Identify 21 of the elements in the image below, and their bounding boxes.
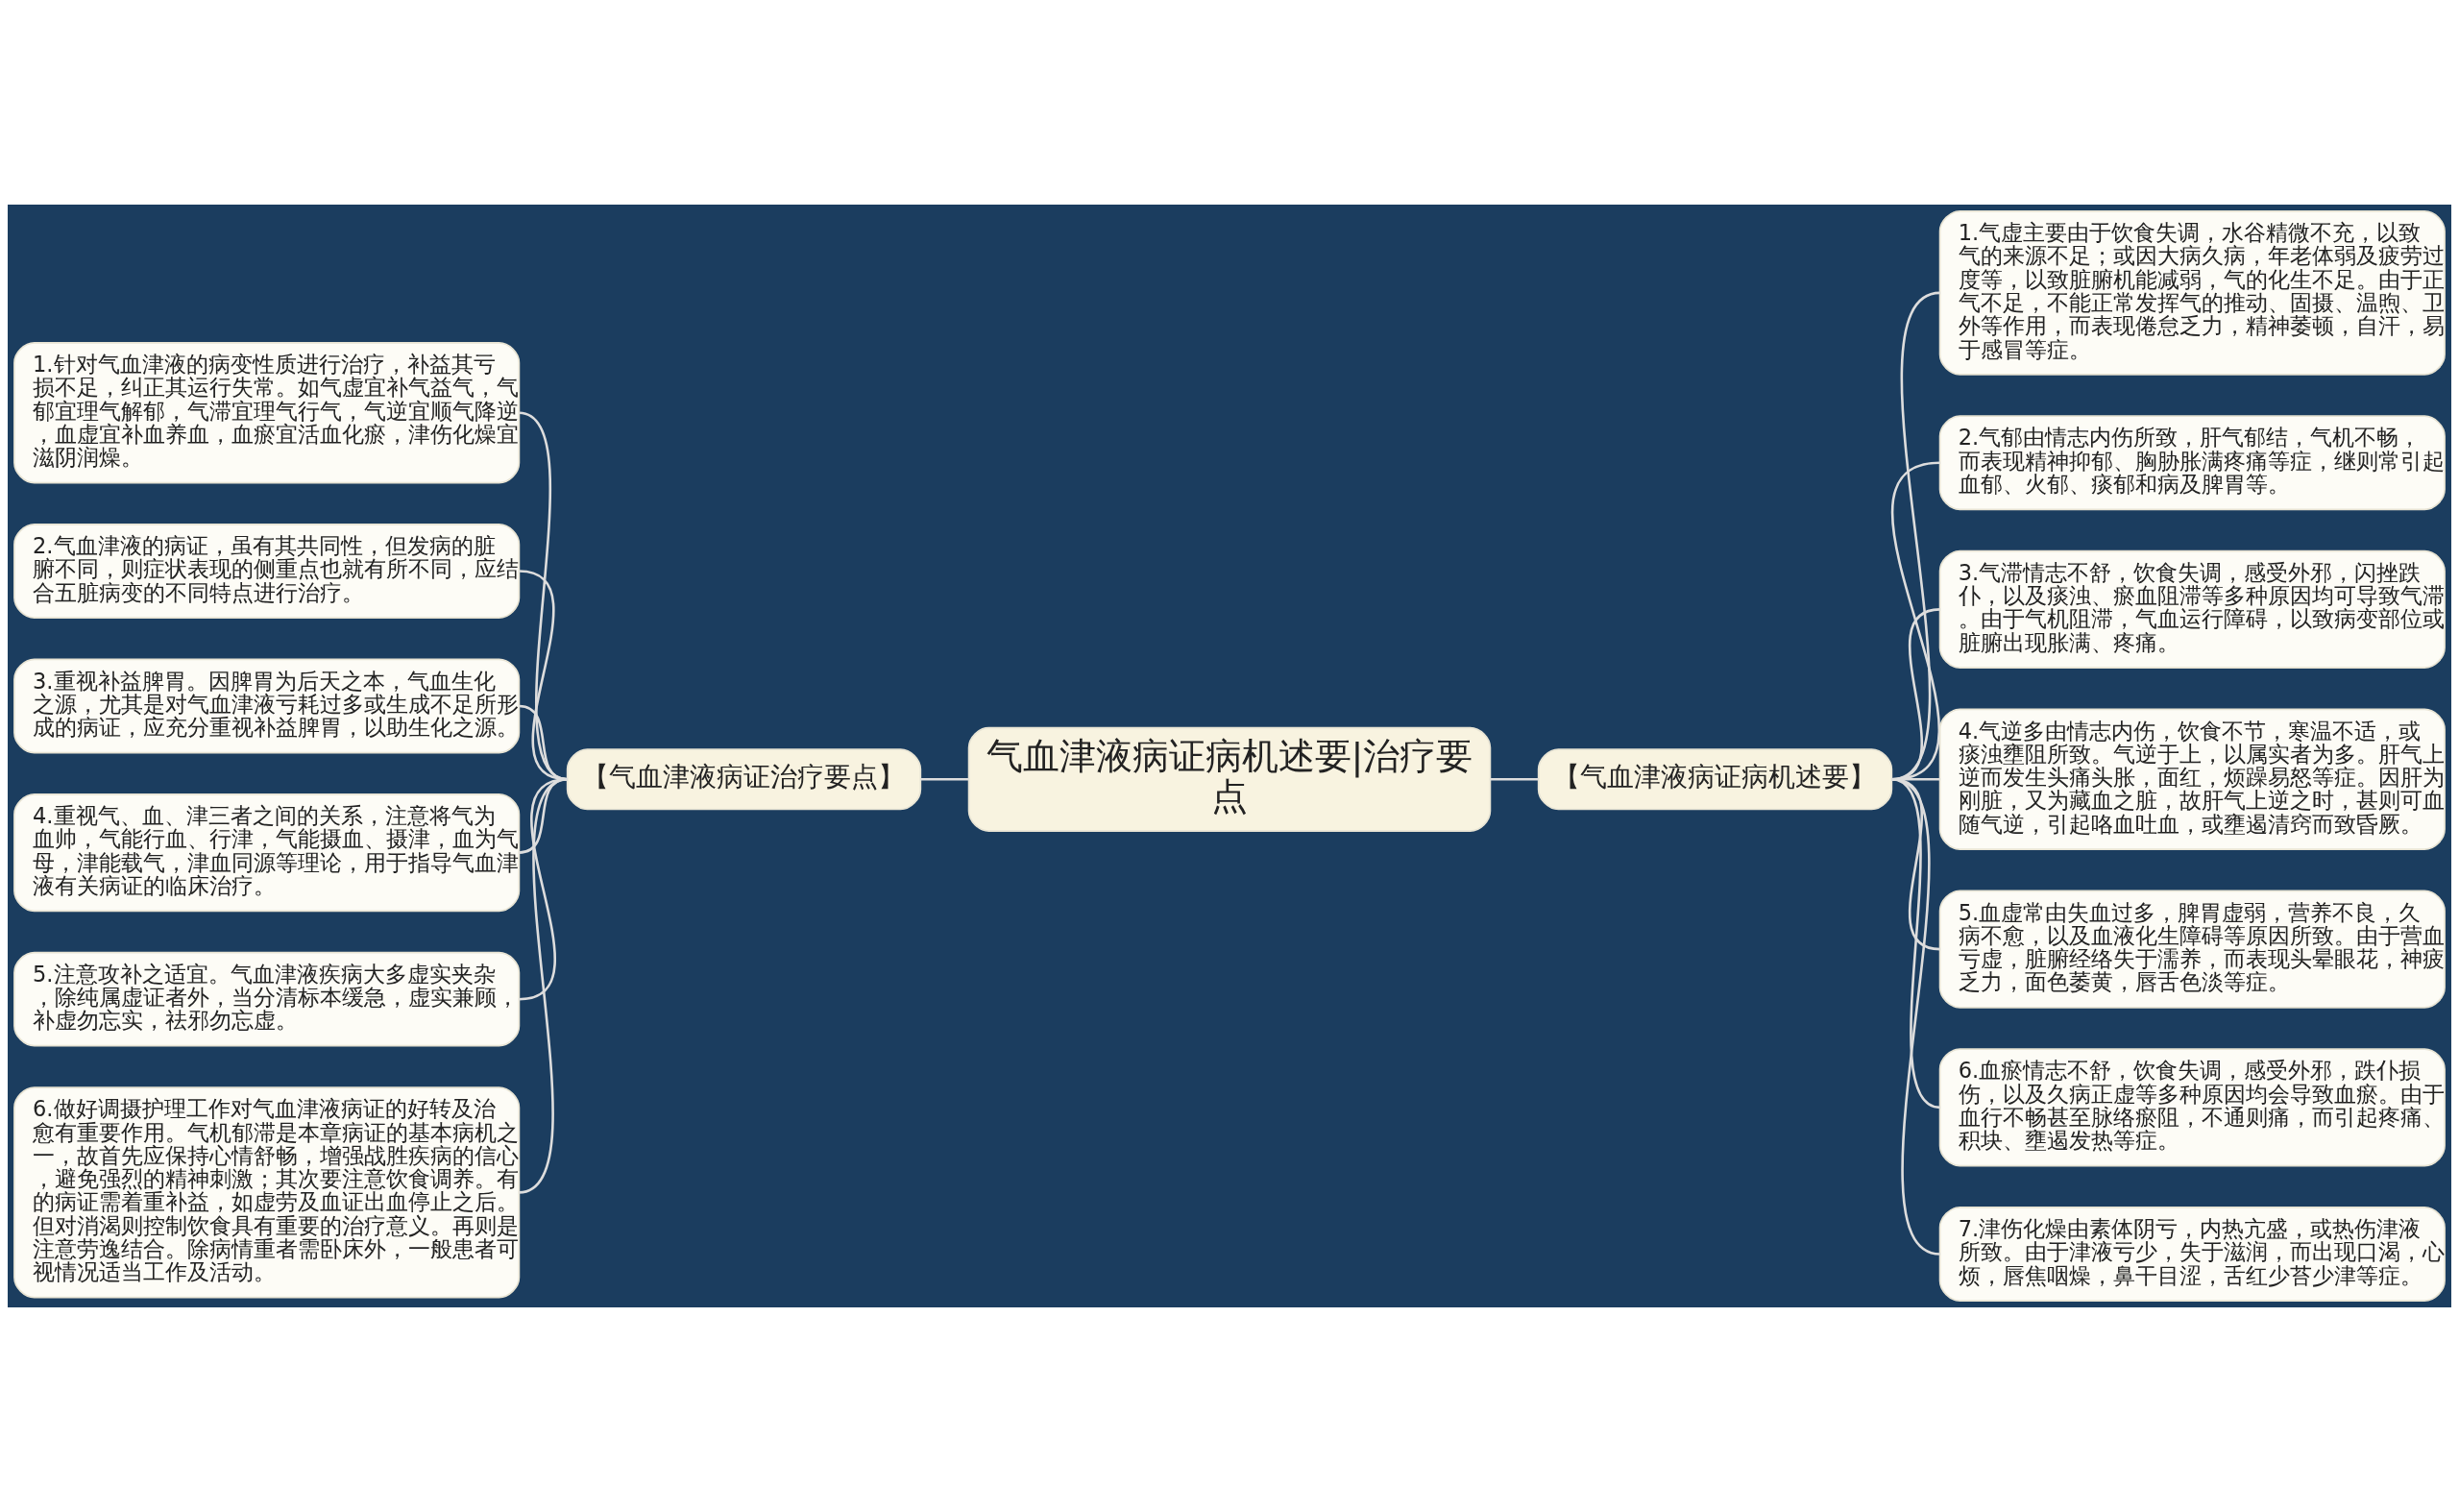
node-box: 5.血虚常由失血过多，脾胃虚弱，营养不良，久病不愈，以及血液化生障碍等原因所致。由于营血亏虚，脏腑经络失于濡养，而表现头晕眼花，神疲乏力，面色萎黄，唇舌色淡等症。 xyxy=(1938,890,2446,1009)
node-box: 4.气逆多由情志内伤，饮食不节，寒温不适，或痰浊壅阻所致。气逆于上，以属实者为多。肝气上逆而发生头痛头胀，面红，烦躁易怒等症。因肝为刚脏，又为藏血之脏，故肝气上逆之时，甚则可血随气逆，引起咯血吐血，或壅遏清窍而致昏厥。 xyxy=(1938,708,2446,850)
node-box: 1.气虚主要由于饮食失调，水谷精微不充，以致气的来源不足；或因大病久病，年老体弱及疲劳过度等，以致脏腑机能减弱，气的化生不足。由于正气不足，不能正常发挥气的推动、固摄、温煦、卫外等作用，而表现倦怠乏力，精神萎顿，自汗，易于感冒等症。 xyxy=(1938,210,2446,376)
connector xyxy=(1891,461,1940,781)
node-box: 3.重视补益脾胃。因脾胃为后天之本，气血生化之源，尤其是对气血津液亏耗过多或生成不足所形成的病证，应充分重视补益脾胃，以助生化之源。 xyxy=(13,658,521,754)
node-box: 4.重视气、血、津三者之间的关系，注意将气为血帅，气能行血、行津，气能摄血、摄津，血为气母，津能载气，津血同源等理论，用于指导气血津液有关病证的临床治疗。 xyxy=(13,793,521,913)
node-box: 7.津伤化燥由素体阴亏，内热亢盛，或热伤津液所致。由于津液亏少，失于滋润，而出现口渴，心烦，唇焦咽燥，鼻干目涩，舌红少苔少津等症。 xyxy=(1938,1207,2446,1302)
connector xyxy=(1890,291,1941,781)
connector xyxy=(920,778,969,781)
node-box: 气血津液病证病机述要|治疗要点 xyxy=(967,726,1492,832)
node-box: 6.做好调摄护理工作对气血津液病证的好转及治愈有重要作用。气机郁滞是本章病证的基本病机之一，故首先应保持心情舒畅，增强战胜疾病的信心，避免强烈的精神刺激；其次要注意饮食调养。有的病证需着重补益，如虚劳及血证出血停止之后。但对消渴则控制饮食具有重要的治疗意义。再则是注意劳逸结合。除病情重者需卧床外，一般患者可视情况适当工作及活动。 xyxy=(13,1086,521,1299)
connector xyxy=(1890,778,1941,1256)
node-box: 【气血津液病证病机述要】 xyxy=(1537,748,1893,811)
node-box: 5.注意攻补之适宜。气血津液疾病大多虚实夹杂，除纯属虚证者外，当分清标本缓急，虚实兼顾，补虚勿忘实，祛邪勿忘虚。 xyxy=(13,951,521,1047)
connector xyxy=(1490,778,1539,781)
node-box: 2.气郁由情志内伤所致，肝气郁结，气机不畅，而表现精神抑郁、胸胁胀满疼痛等症，继则常引起血郁、火郁、痰郁和病及脾胃等。 xyxy=(1938,415,2446,511)
node-box: 2.气血津液的病证，虽有其共同性，但发病的脏腑不同，则症状表现的侧重点也就有所不同，应结合五脏病变的不同特点进行治疗。 xyxy=(13,524,521,619)
node-box: 1.针对气血津液的病变性质进行治疗，补益其亏损不足，纠正其运行失常。如气虚宜补气益气，气郁宜理气解郁，气滞宜理气行气，气逆宜顺气降逆，血虚宜补血养血，血瘀宜活血化瘀，津伤化燥宜滋阴润燥。 xyxy=(13,342,521,484)
node-box: 【气血津液病证治疗要点】 xyxy=(566,748,922,811)
node-box: 3.气滞情志不舒，饮食失调，感受外邪，闪挫跌仆，以及痰浊、瘀血阻滞等多种原因均可导致气滞。由于气机阻滞，气血运行障碍，以致病变部位或脏腑出现胀满、疼痛。 xyxy=(1938,549,2446,669)
node-box: 6.血瘀情志不舒，饮食失调，感受外邪，跌仆损伤，以及久病正虚等多种原因均会导致血瘀。由于血行不畅甚至脉络瘀阻，不通则痛，而引起疼痛、积块、壅遏发热等症。 xyxy=(1938,1048,2446,1167)
